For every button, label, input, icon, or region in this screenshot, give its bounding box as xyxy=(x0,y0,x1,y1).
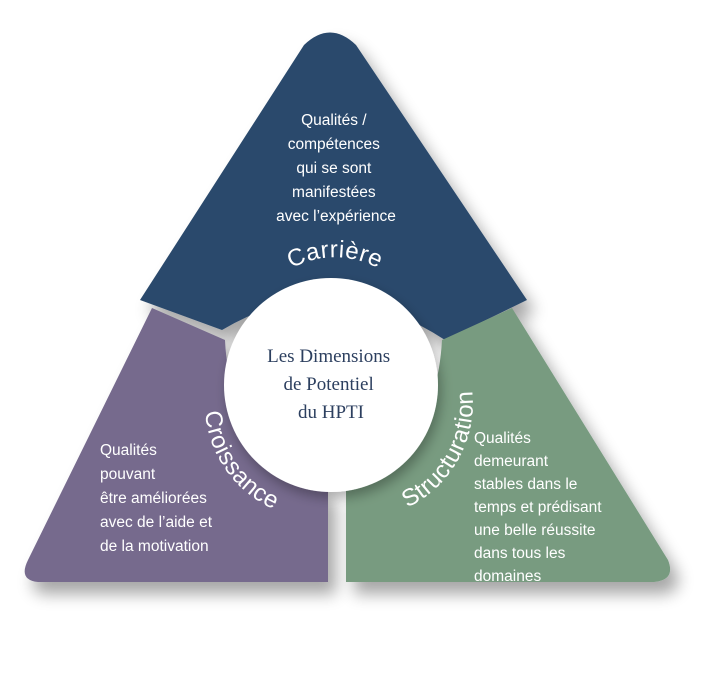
structuring-description: Qualités demeurant stables dans le temps… xyxy=(474,430,606,585)
center-line: Les Dimensions xyxy=(267,346,390,367)
structuring-desc-line: demeurant xyxy=(474,453,549,470)
career-desc-line: manifestées xyxy=(292,184,376,201)
structuring-desc-line: temps et prédisant xyxy=(474,499,602,516)
center-line: de Potentiel xyxy=(284,374,374,395)
career-desc-line: Qualités / xyxy=(301,112,367,129)
center-circle xyxy=(224,278,438,492)
structuring-desc-line: Qualités xyxy=(474,430,531,447)
career-desc-line: avec l’expérience xyxy=(276,208,396,225)
structuring-desc-line: dans tous les xyxy=(474,545,566,562)
center-title: Les Dimensions de Potentiel du HPTI xyxy=(267,346,395,423)
center-line: du HPTI xyxy=(298,402,364,423)
growth-description: Qualités pouvant être améliorées avec de… xyxy=(100,442,216,555)
growth-desc-line: Qualités xyxy=(100,442,157,459)
growth-desc-line: pouvant xyxy=(100,466,156,483)
structuring-desc-line: domaines xyxy=(474,568,541,585)
structuring-desc-line: stables dans le xyxy=(474,476,577,493)
career-desc-line: qui se sont xyxy=(296,160,372,177)
structuring-desc-line: une belle réussite xyxy=(474,522,596,539)
career-description: Qualités / compétences qui se sont manif… xyxy=(276,112,396,225)
growth-desc-line: de la motivation xyxy=(100,538,209,555)
career-desc-line: compétences xyxy=(288,136,380,153)
growth-desc-line: avec de l’aide et xyxy=(100,514,213,531)
growth-desc-line: être améliorées xyxy=(100,490,207,507)
career-segment xyxy=(140,32,527,340)
growth-segment xyxy=(24,308,329,582)
structuring-segment xyxy=(346,308,671,582)
